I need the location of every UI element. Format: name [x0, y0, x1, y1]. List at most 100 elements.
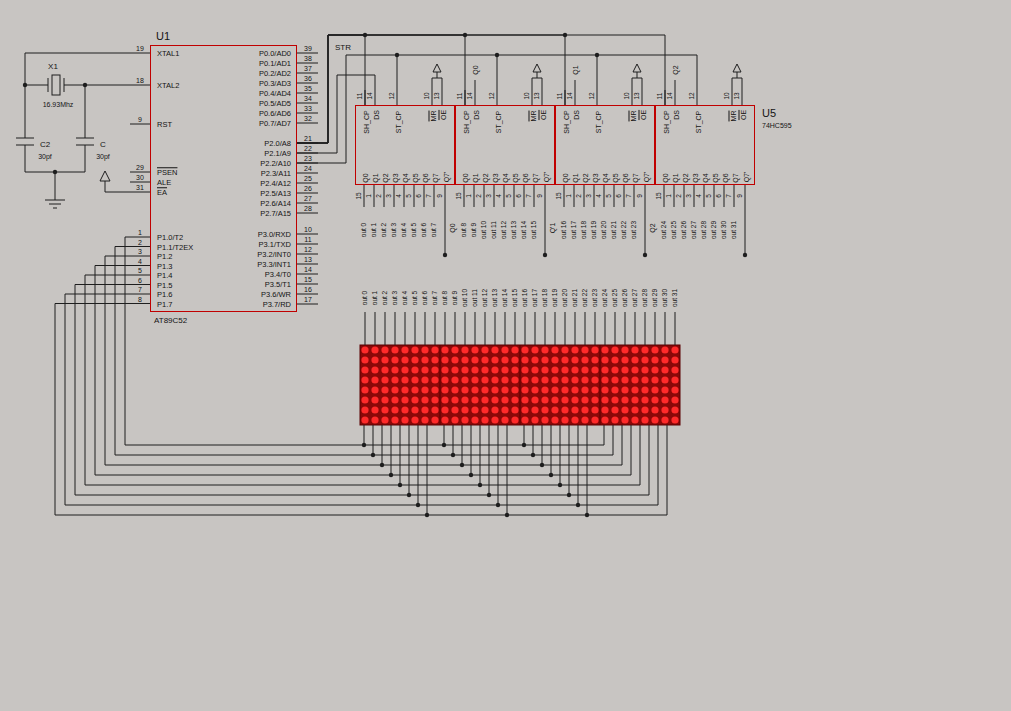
output-label: out 25 [671, 221, 678, 239]
junction-dot [567, 493, 571, 497]
output-label: out 30 [721, 221, 728, 239]
pin-name: Q2 [382, 173, 389, 182]
pin-name: P2.4/A12 [260, 180, 291, 188]
wire [85, 85, 86, 138]
pin-line [130, 192, 150, 193]
led-dot [541, 386, 548, 393]
led-dot [671, 406, 678, 413]
pin-line [494, 185, 495, 207]
led-dot [471, 346, 478, 353]
led-dot [631, 366, 638, 373]
led-dot [541, 416, 548, 423]
led-dot [651, 406, 658, 413]
led-dot [511, 356, 518, 363]
pin-number: 34 [304, 95, 312, 102]
net-label: STR [335, 44, 351, 52]
pin-line [604, 185, 605, 207]
value-label: 30pf [96, 153, 110, 160]
led-dot [541, 376, 548, 383]
pin-number: 12 [589, 92, 596, 99]
junction-dot [643, 253, 647, 257]
output-label: out 24 [661, 221, 668, 239]
pin-name: Q7 [432, 173, 439, 182]
led-dot [361, 396, 368, 403]
pin-name: Q0 [462, 173, 469, 182]
pin-name: Q7 [532, 173, 539, 182]
led-dot [541, 406, 548, 413]
pin-line [614, 185, 615, 207]
pin-line [442, 90, 443, 105]
wire [297, 55, 697, 163]
pin-line [297, 173, 318, 174]
led-dot [481, 406, 488, 413]
pin-line [694, 185, 695, 207]
pin-name: P3.7/RD [263, 301, 291, 309]
pin-number: 6 [138, 276, 142, 283]
output-label: out 19 [591, 221, 598, 239]
output-label: out 7 [432, 291, 439, 305]
output-label: out 12 [482, 289, 489, 307]
pin-number: 14 [467, 92, 474, 99]
pin-line [745, 185, 746, 255]
pin-number: 18 [136, 77, 144, 84]
pin-number: 6 [516, 194, 523, 198]
wire [445, 312, 446, 345]
led-dot [551, 416, 558, 423]
pin-number: 10 [424, 92, 431, 99]
led-dot [671, 396, 678, 403]
led-dot [381, 416, 388, 423]
power-symbol [733, 64, 741, 72]
led-dot [431, 416, 438, 423]
led-dot [591, 376, 598, 383]
pin-number: 4 [596, 194, 603, 198]
led-dot [511, 396, 518, 403]
microcontroller-chip: U1XTAL1XTAL2RSTPSENALEEAP1.0/T2P1.1/T2EX… [150, 45, 297, 312]
pin-line [297, 83, 318, 84]
pin-name: P2.3/A11 [261, 170, 291, 178]
output-label: out 28 [701, 221, 708, 239]
pin-line [584, 185, 585, 207]
pin-name: P2.2/A10 [260, 160, 291, 168]
led-dot [391, 416, 398, 423]
clock-wire [297, 35, 665, 143]
pin-line [474, 185, 475, 207]
wire [737, 72, 738, 78]
pin-name: Q5 [712, 173, 719, 182]
wire [525, 312, 526, 345]
pin-name: ALE [157, 179, 171, 187]
pin-name: P1.2 [157, 253, 172, 261]
pin-name: P3.3/INT1 [257, 261, 291, 269]
pin-name: Q7 [632, 173, 639, 182]
led-dot [501, 386, 508, 393]
led-dot [381, 406, 388, 413]
pin-line [130, 246, 150, 247]
led-dot [501, 396, 508, 403]
led-dot [551, 386, 558, 393]
led-dot [551, 356, 558, 363]
net-label: Q1 [572, 65, 579, 74]
pin-name: Q5 [412, 173, 419, 182]
wire [565, 312, 566, 345]
wire [365, 312, 366, 345]
output-label: out 8 [461, 223, 468, 237]
led-dot [481, 346, 488, 353]
pin-name: P1.0/T2 [157, 234, 183, 242]
pin-line [545, 185, 546, 255]
led-dot [571, 386, 578, 393]
led-dot [601, 416, 608, 423]
wire [597, 55, 598, 90]
pin-line [404, 185, 405, 207]
pin-number: 13 [304, 256, 312, 263]
capacitor-symbol [76, 138, 94, 139]
led-dot [601, 366, 608, 373]
pin-name: P1.5 [157, 282, 172, 290]
wire [444, 425, 445, 445]
led-dot [611, 416, 618, 423]
wire [667, 425, 668, 515]
wire [485, 312, 486, 345]
led-dot [371, 416, 378, 423]
led-dot [491, 346, 498, 353]
clock-wire [297, 35, 565, 143]
pin-line [434, 185, 435, 207]
